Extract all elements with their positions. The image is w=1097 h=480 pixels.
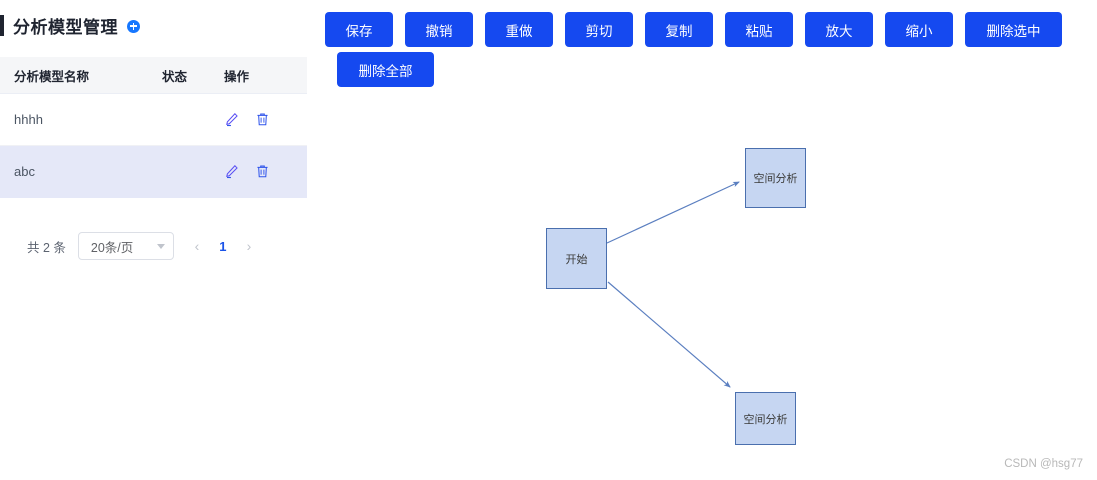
column-header-state: 状态 xyxy=(162,69,188,84)
title-accent-bar xyxy=(0,14,4,36)
watermark: CSDN @hsg77 xyxy=(1004,458,1083,470)
panel-header: 分析模型管理 xyxy=(0,10,140,40)
flow-edge-start-to-spatial-2 xyxy=(607,281,731,388)
cell-model-name: hhhh xyxy=(14,112,43,127)
delete-icon[interactable] xyxy=(255,164,270,179)
flow-edge-start-to-spatial-1 xyxy=(606,181,740,244)
flow-node-spatial-analysis-2[interactable]: 空间分析 xyxy=(735,392,796,445)
flow-node-start[interactable]: 开始 xyxy=(546,228,607,289)
cell-model-name: abc xyxy=(14,164,35,179)
delete-icon[interactable] xyxy=(255,112,270,127)
page-size-value: 20条/页 xyxy=(90,240,134,255)
cut-button[interactable]: 剪切 xyxy=(565,12,633,47)
zoom-out-button[interactable]: 缩小 xyxy=(885,12,953,47)
flow-node-spatial-analysis-1[interactable]: 空间分析 xyxy=(745,148,806,208)
pagination-prev-button[interactable]: ‹ xyxy=(194,238,200,254)
redo-button[interactable]: 重做 xyxy=(485,12,553,47)
pagination-page-1[interactable]: 1 xyxy=(219,238,227,254)
delete-selected-button[interactable]: 删除选中 xyxy=(965,12,1062,47)
table-row[interactable]: hhhh xyxy=(0,94,307,146)
plus-icon-vertical xyxy=(132,22,135,30)
pagination: 共 2 条 20条/页 ‹ 1 › xyxy=(0,230,307,262)
column-header-name: 分析模型名称 xyxy=(14,69,90,84)
cell-model-ops xyxy=(224,164,307,179)
pagination-total: 共 2 条 xyxy=(27,240,66,255)
paste-button[interactable]: 粘贴 xyxy=(725,12,793,47)
chevron-down-icon xyxy=(156,243,165,249)
table-header-row: 分析模型名称 状态 操作 xyxy=(0,57,307,94)
undo-button[interactable]: 撤销 xyxy=(405,12,473,47)
page-title: 分析模型管理 xyxy=(13,17,118,37)
flow-node-label: 空间分析 xyxy=(753,173,798,185)
model-list-panel: 分析模型管理 分析模型名称 状态 操作 hhhh xyxy=(0,0,307,480)
column-header-ops: 操作 xyxy=(224,69,250,84)
diagram-canvas[interactable]: 空间分析 开始 空间分析 xyxy=(307,0,1097,480)
edit-icon[interactable] xyxy=(224,112,239,127)
page-size-select[interactable]: 20条/页 xyxy=(77,232,174,260)
model-table: 分析模型名称 状态 操作 hhhh xyxy=(0,57,307,198)
add-model-button[interactable] xyxy=(127,19,140,33)
flow-node-label: 开始 xyxy=(565,253,588,266)
copy-button[interactable]: 复制 xyxy=(645,12,713,47)
flow-node-label: 空间分析 xyxy=(743,413,788,426)
pagination-next-button[interactable]: › xyxy=(246,238,252,254)
save-button[interactable]: 保存 xyxy=(325,12,393,47)
cell-model-ops xyxy=(224,112,307,127)
zoom-in-button[interactable]: 放大 xyxy=(805,12,873,47)
delete-all-button[interactable]: 删除全部 xyxy=(337,52,434,87)
edit-icon[interactable] xyxy=(224,164,239,179)
table-row[interactable]: abc xyxy=(0,146,307,198)
